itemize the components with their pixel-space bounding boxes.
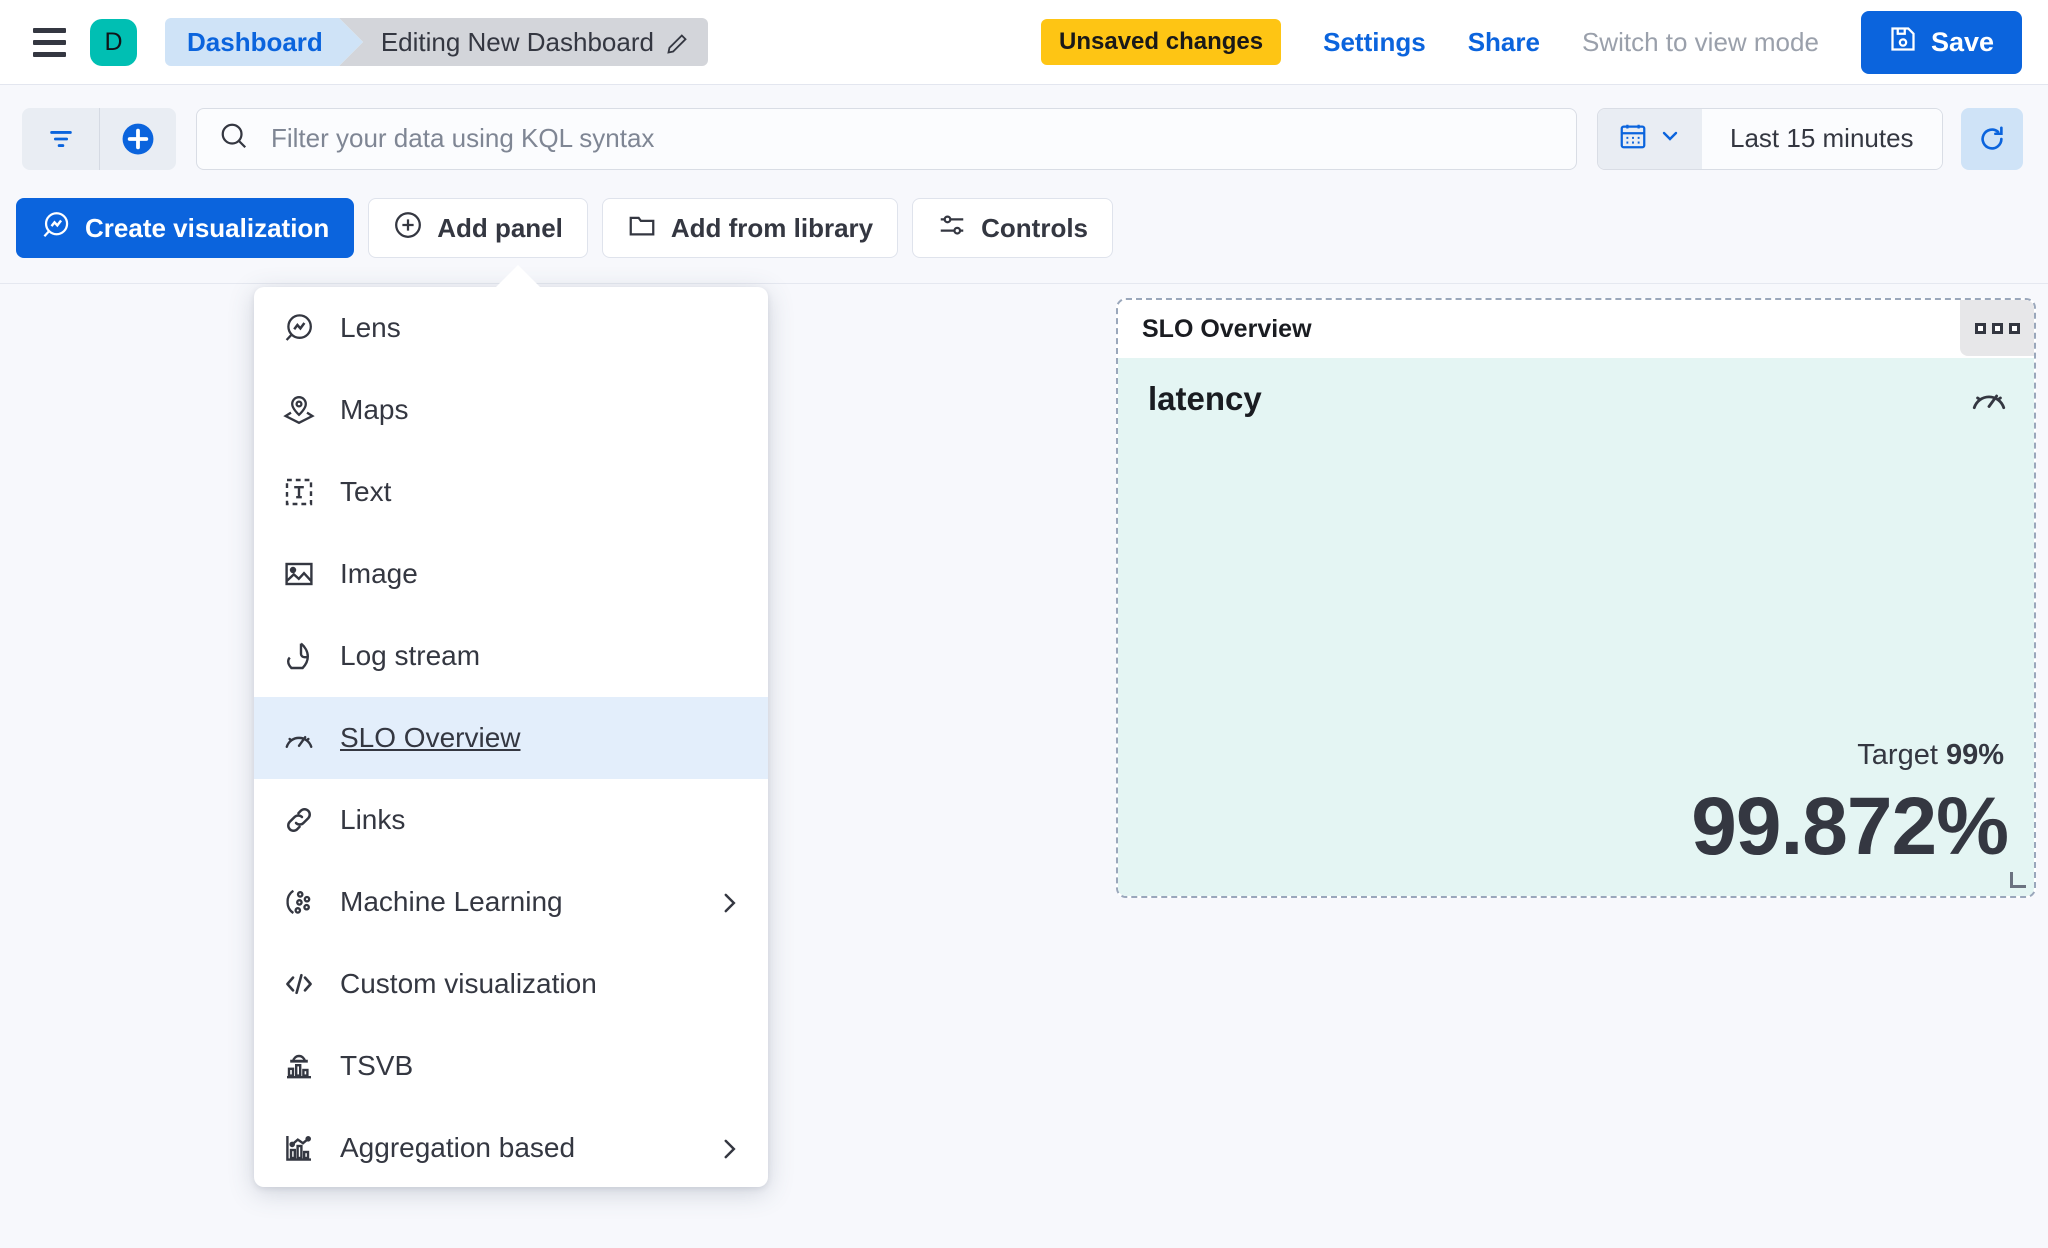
settings-link[interactable]: Settings: [1323, 26, 1426, 57]
add-from-library-label: Add from library: [670, 212, 874, 243]
lens-icon: [282, 311, 316, 345]
link-icon: [282, 803, 316, 837]
add-from-library-button[interactable]: Add from library: [601, 198, 899, 258]
menu-item-label: Log stream: [340, 640, 481, 671]
panel-resize-handle[interactable]: [2010, 872, 2026, 888]
aggregation-icon: [282, 1131, 316, 1165]
machine-learning-icon: [282, 885, 316, 919]
slo-current-value: 99.872%: [1691, 781, 2009, 872]
panel-header: SLO Overview: [1118, 300, 2034, 358]
breadcrumb-root-label: Dashboard: [187, 26, 323, 57]
menu-item-label: Image: [340, 558, 418, 589]
menu-item-label: SLO Overview: [340, 722, 521, 753]
menu-item-custom-visualization[interactable]: Custom visualization: [254, 943, 768, 1025]
panel-menu-icon[interactable]: [1960, 300, 2034, 356]
switch-view-mode-link[interactable]: Switch to view mode: [1581, 26, 1819, 57]
search-icon: [219, 121, 249, 156]
chevron-right-icon: [716, 1136, 740, 1160]
date-picker: Last 15 minutes: [1597, 107, 1943, 170]
tsvb-icon: [282, 1049, 316, 1083]
menu-item-image[interactable]: Image: [254, 533, 768, 615]
slo-overview-panel[interactable]: SLO Overview latency Target 99% 99.872%: [1116, 298, 2036, 898]
filter-group: [22, 107, 176, 170]
menu-item-links[interactable]: Links: [254, 779, 768, 861]
menu-item-log-stream[interactable]: Log stream: [254, 615, 768, 697]
menu-item-label: Aggregation based: [340, 1132, 576, 1163]
share-link[interactable]: Share: [1467, 26, 1540, 57]
menu-item-label: Text: [340, 476, 392, 507]
menu-item-tsvb[interactable]: TSVB: [254, 1025, 768, 1107]
dashboard-toolbar: Create visualization Add panel Add from …: [16, 198, 1114, 258]
hamburger-icon[interactable]: [28, 21, 70, 63]
save-button[interactable]: Save: [1860, 10, 2022, 74]
slo-target-label: Target: [1857, 739, 1938, 771]
refresh-icon[interactable]: [1960, 107, 2023, 170]
create-visualization-label: Create visualization: [85, 212, 330, 243]
calendar-quick-select[interactable]: [1598, 108, 1702, 169]
status-badge[interactable]: Unsaved changes: [1041, 19, 1282, 65]
app-header: D Dashboard Editing New Dashboard Unsave…: [0, 0, 2048, 85]
calendar-icon: [1618, 121, 1648, 156]
slo-metric-name: latency: [1148, 380, 1262, 417]
controls-label: Controls: [981, 212, 1089, 243]
slo-target: Target 99%: [1857, 739, 2004, 772]
time-range-display[interactable]: Last 15 minutes: [1702, 108, 1942, 169]
breadcrumb-current-label: Editing New Dashboard: [380, 26, 654, 57]
folder-icon: [627, 210, 657, 247]
header-actions: Unsaved changes Settings Share Switch to…: [1041, 10, 2048, 74]
menu-item-label: Machine Learning: [340, 886, 563, 917]
menu-item-label: Links: [340, 804, 406, 835]
pencil-icon[interactable]: [666, 31, 688, 54]
save-button-label: Save: [1930, 26, 1994, 57]
create-visualization-button[interactable]: Create visualization: [16, 198, 355, 258]
floppy-disk-icon: [1889, 25, 1917, 60]
image-icon: [282, 557, 316, 591]
menu-item-label: Custom visualization: [340, 968, 597, 999]
code-icon: [282, 967, 316, 1001]
menu-item-aggregation-based[interactable]: Aggregation based: [254, 1107, 768, 1187]
menu-item-label: TSVB: [340, 1050, 414, 1081]
add-panel-button[interactable]: Add panel: [368, 198, 588, 258]
breadcrumb-current[interactable]: Editing New Dashboard: [338, 18, 708, 66]
slo-target-value: 99%: [1945, 739, 2004, 771]
menu-item-slo-overview[interactable]: SLO Overview: [254, 697, 768, 779]
lens-icon: [41, 210, 71, 247]
log-stream-icon: [282, 639, 316, 673]
menu-item-machine-learning[interactable]: Machine Learning: [254, 861, 768, 943]
menu-item-label: Lens: [340, 312, 401, 343]
menu-item-label: Maps: [340, 394, 409, 425]
add-panel-label: Add panel: [437, 212, 563, 243]
query-bar: Last 15 minutes: [0, 86, 2048, 191]
filter-icon[interactable]: [22, 108, 99, 170]
menu-item-lens[interactable]: Lens: [254, 287, 768, 369]
breadcrumb: Dashboard Editing New Dashboard: [165, 18, 708, 66]
menu-item-maps[interactable]: Maps: [254, 369, 768, 451]
chevron-right-icon: [716, 890, 740, 914]
panel-body: latency Target 99% 99.872%: [1118, 358, 2034, 896]
text-box-icon: [282, 475, 316, 509]
menu-pointer-arrow: [494, 265, 542, 289]
avatar-letter: D: [104, 27, 123, 56]
controls-button[interactable]: Controls: [912, 198, 1114, 258]
breadcrumb-dashboard[interactable]: Dashboard: [165, 18, 363, 66]
plus-circle-icon: [393, 210, 423, 247]
plus-circle-icon[interactable]: [99, 107, 176, 170]
panel-title: SLO Overview: [1142, 314, 1312, 343]
gauge-icon: [1970, 378, 2008, 416]
search-input[interactable]: [271, 123, 1554, 154]
chevron-down-icon: [1658, 124, 1682, 153]
avatar[interactable]: D: [90, 18, 137, 66]
controls-icon: [937, 210, 967, 247]
map-marker-icon: [282, 393, 316, 427]
search-bar[interactable]: [196, 107, 1577, 170]
menu-item-text[interactable]: Text: [254, 451, 768, 533]
gauge-icon: [282, 721, 316, 755]
